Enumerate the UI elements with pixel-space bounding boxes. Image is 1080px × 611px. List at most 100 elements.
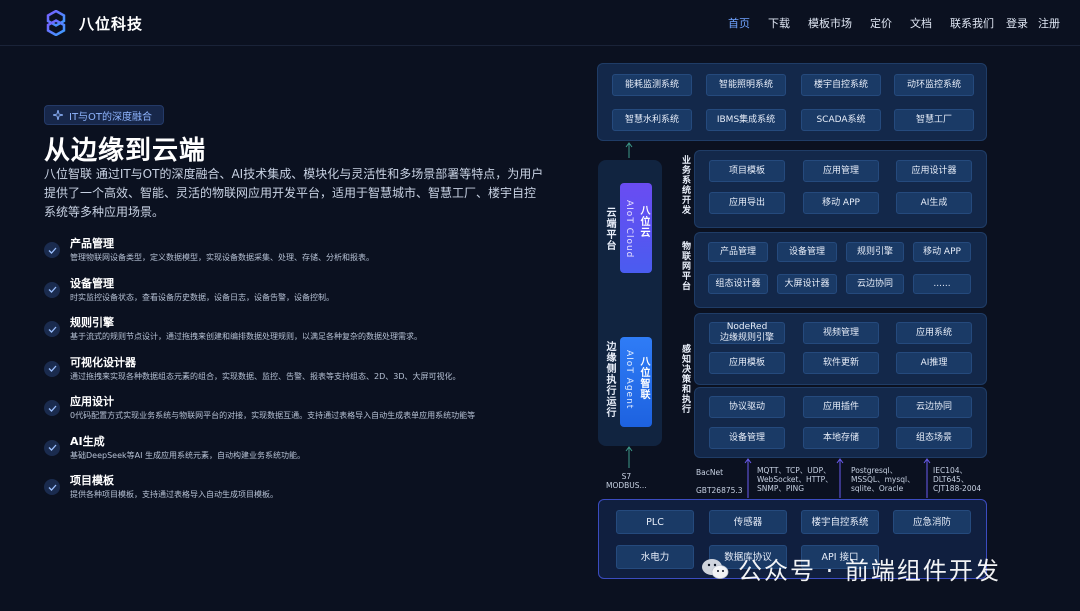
nav-register[interactable]: 注册 bbox=[1038, 17, 1060, 30]
sense-box: 组态场景 bbox=[896, 427, 972, 449]
iot-box: 云边协同 bbox=[846, 274, 904, 294]
nav-download[interactable]: 下载 bbox=[768, 17, 790, 30]
check-icon bbox=[44, 439, 60, 456]
iot-box: 产品管理 bbox=[708, 242, 768, 262]
feature-item: 规则引擎 基于流式的规则节点设计，通过拖拽来创建和编排数据处理规则，以满足各种复… bbox=[44, 316, 564, 356]
feature-desc: 提供各种项目模板，支持通过表格导入自动生成项目模板。 bbox=[70, 490, 278, 499]
watermark: 公众号 · 前端组件开发 bbox=[700, 551, 1001, 586]
feature-title: AI生成 bbox=[70, 434, 105, 448]
sense-label: 感知决策和执行 bbox=[680, 344, 690, 414]
system-box: SCADA系统 bbox=[801, 109, 881, 131]
sense-box: 视频管理 bbox=[803, 322, 879, 344]
edge-sub: AIoT Agent bbox=[624, 350, 634, 410]
sense-box: 协议驱动 bbox=[709, 396, 785, 418]
check-icon bbox=[44, 479, 60, 495]
cloud-block bbox=[620, 183, 652, 273]
feature-item: 产品管理 管理物联网设备类型，定义数据模型，实现设备数据采集、处理、存储、分析和… bbox=[44, 237, 564, 277]
business-box: 应用设计器 bbox=[896, 160, 972, 182]
nav-login[interactable]: 登录 bbox=[1006, 17, 1028, 30]
feature-item: 设备管理 时实监控设备状态，查看设备历史数据，设备日志，设备告警，设备控制。 bbox=[44, 277, 564, 317]
feature-title: 应用设计 bbox=[70, 395, 114, 408]
nav-pricing[interactable]: 定价 bbox=[870, 17, 892, 30]
sense-box: NodeRed 边缘规则引擎 bbox=[709, 322, 785, 344]
feature-title: 项目模板 bbox=[70, 474, 114, 487]
feature-item: 可视化设计器 通过拖拽来实现各种数据组态元素的组合，实现数据、监控、告警、报表等… bbox=[44, 356, 564, 396]
protocol-label: Postgresql、 MSSQL、mysql、 sqlite、Oracle bbox=[851, 466, 915, 493]
feature-list: 产品管理 管理物联网设备类型，定义数据模型，实现设备数据采集、处理、存储、分析和… bbox=[44, 237, 564, 514]
protocol-label: S7 MODBUS... bbox=[606, 472, 647, 490]
iot-box: 组态设计器 bbox=[708, 274, 768, 294]
iot-box: 大屏设计器 bbox=[777, 274, 837, 294]
device-box: PLC bbox=[616, 510, 694, 534]
sparkle-icon bbox=[53, 110, 63, 120]
feature-item: 应用设计 0代码配置方式实现业务系统与物联网平台的对接，实现数据互通。支持通过表… bbox=[44, 395, 564, 435]
feature-title: 可视化设计器 bbox=[70, 355, 136, 369]
iot-box: 移动 APP bbox=[913, 242, 971, 262]
system-box: 智慧工厂 bbox=[894, 109, 974, 131]
iot-box: 规则引擎 bbox=[846, 242, 904, 262]
logo-icon[interactable] bbox=[46, 10, 66, 36]
sense-box: 本地存储 bbox=[803, 427, 879, 449]
top-nav: 首页 下载 模板市场 定价 文档 联系我们 登录 注册 bbox=[710, 15, 1060, 31]
check-icon bbox=[44, 360, 60, 377]
cloud-name: 八位云 bbox=[638, 205, 649, 238]
nav-docs[interactable]: 文档 bbox=[910, 17, 932, 30]
nav-contact[interactable]: 联系我们 bbox=[950, 17, 994, 30]
device-box: 楼宇自控系统 bbox=[801, 510, 879, 534]
edge-block bbox=[620, 337, 652, 427]
brand-name[interactable]: 八位科技 bbox=[79, 15, 144, 33]
edge-name: 八位智联 bbox=[638, 356, 649, 400]
feature-desc: 0代码配置方式实现业务系统与物联网平台的对接，实现数据互通。支持通过表格导入自动… bbox=[70, 411, 476, 420]
check-icon bbox=[44, 242, 60, 258]
protocol-label: MQTT、TCP、UDP、 WebSocket、HTTP、 SNMP、PING bbox=[757, 466, 833, 493]
feature-desc: 时实监控设备状态，查看设备历史数据，设备日志，设备告警，设备控制。 bbox=[70, 292, 334, 302]
iot-box: 设备管理 bbox=[777, 242, 837, 262]
hero-tag-label: IT与OT的深度融合 bbox=[69, 111, 153, 123]
watermark-text: 公众号 · 前端组件开发 bbox=[738, 557, 1001, 585]
business-box: AI生成 bbox=[896, 192, 972, 214]
sense-box: 应用系统 bbox=[896, 322, 972, 344]
system-box: 智能照明系统 bbox=[706, 74, 786, 96]
business-box: 移动 APP bbox=[803, 192, 879, 214]
iot-box: ...... bbox=[913, 274, 971, 294]
system-box: 动环监控系统 bbox=[894, 74, 974, 96]
sense-box: AI推理 bbox=[896, 352, 972, 374]
business-box: 应用管理 bbox=[803, 160, 879, 182]
device-box: 应急消防 bbox=[893, 510, 971, 534]
feature-item: 项目模板 提供各种项目模板，支持通过表格导入自动生成项目模板。 bbox=[44, 474, 564, 514]
page-title: 从边缘到云端 bbox=[44, 136, 207, 166]
feature-title: 产品管理 bbox=[70, 237, 114, 250]
sense-box: 设备管理 bbox=[709, 427, 785, 449]
feature-desc: 管理物联网设备类型，定义数据模型，实现设备数据采集、处理、存储、分析和报表。 bbox=[70, 253, 374, 262]
sense-box: 应用模板 bbox=[709, 352, 785, 374]
sense-box: 应用插件 bbox=[803, 396, 879, 418]
nav-home[interactable]: 首页 bbox=[728, 17, 750, 30]
nav-template-market[interactable]: 模板市场 bbox=[808, 17, 852, 30]
check-icon bbox=[44, 400, 60, 416]
protocol-label: IEC104、 DLT645、 CJT188-2004 bbox=[933, 466, 982, 493]
business-box: 应用导出 bbox=[709, 192, 785, 214]
feature-desc: 基础DeepSeek等AI 生成应用系统元素，自动构建业务系统功能。 bbox=[70, 450, 306, 460]
wechat-icon bbox=[702, 558, 729, 579]
sense-box: 云边协同 bbox=[896, 396, 972, 418]
system-box: 楼宇自控系统 bbox=[801, 74, 881, 96]
cloud-platform-label: 云端平台 bbox=[604, 207, 615, 251]
hero-tag: IT与OT的深度融合 bbox=[44, 105, 164, 125]
feature-title: 设备管理 bbox=[70, 276, 114, 290]
sense-box: 软件更新 bbox=[803, 352, 879, 374]
system-box: 能耗监测系统 bbox=[612, 74, 692, 96]
header: 八位科技 首页 下载 模板市场 定价 文档 联系我们 登录 注册 bbox=[0, 0, 1080, 46]
system-box: IBMS集成系统 bbox=[706, 109, 786, 131]
check-icon bbox=[44, 281, 60, 298]
device-box: 传感器 bbox=[709, 510, 787, 534]
business-box: 项目模板 bbox=[709, 160, 785, 182]
protocol-label: BacNet GBT26875.3 bbox=[696, 468, 743, 495]
system-box: 智慧水利系统 bbox=[612, 109, 692, 131]
hero-description: 八位智联 通过IT与OT的深度融合、AI技术集成、模块化与灵活性和多场景部署等特… bbox=[44, 167, 544, 219]
feature-desc: 通过拖拽来实现各种数据组态元素的组合，实现数据、监控、告警、报表等支持组态、2D… bbox=[70, 371, 461, 381]
cloud-sub: AIoT Cloud bbox=[624, 200, 634, 259]
feature-desc: 基于流式的规则节点设计，通过拖拽来创建和编排数据处理规则，以满足各种复杂的数据处… bbox=[70, 332, 422, 341]
device-box: API 接口 bbox=[801, 545, 879, 569]
check-icon bbox=[44, 321, 60, 337]
